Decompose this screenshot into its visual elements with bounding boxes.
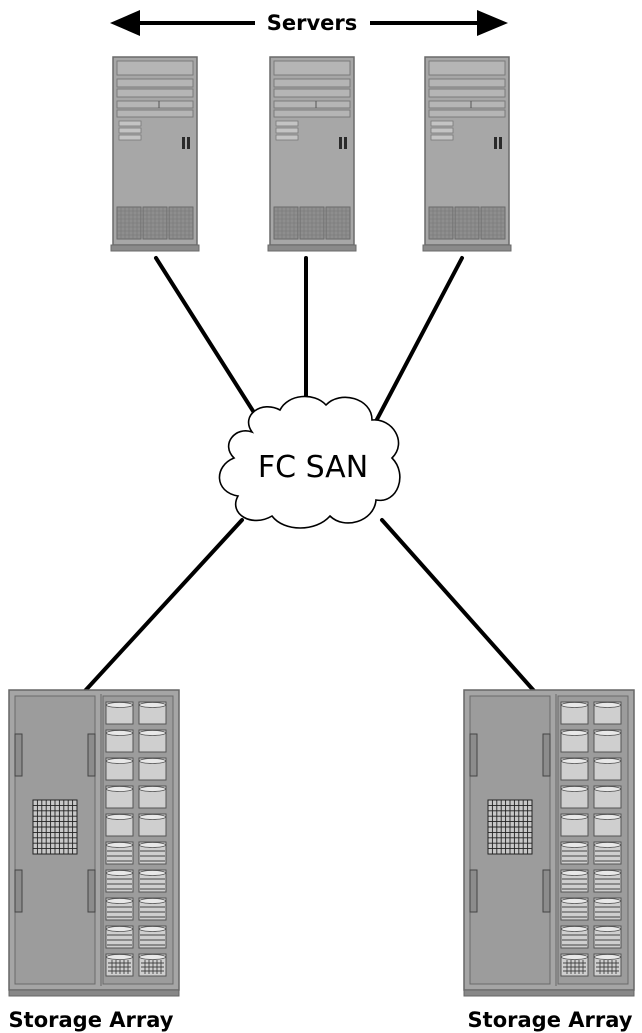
link-server-1	[154, 256, 262, 424]
server-tower-icon	[422, 56, 512, 252]
storage-array-icon	[464, 690, 634, 996]
storage-array-label-right: Storage Array	[468, 1008, 633, 1032]
server-tower-icon	[110, 56, 200, 252]
server-tower-icon	[267, 56, 357, 252]
link-storage-left	[82, 518, 244, 694]
fc-san-label: FC SAN	[258, 450, 368, 485]
storage-array-icon	[9, 690, 179, 996]
servers-label: Servers	[267, 11, 358, 35]
san-links	[82, 256, 537, 694]
fc-san-cloud-icon	[218, 395, 401, 529]
storage-array-label-left: Storage Array	[9, 1008, 174, 1032]
link-server-3	[372, 256, 464, 427]
servers-arrow	[110, 10, 508, 36]
link-storage-right	[380, 518, 537, 694]
